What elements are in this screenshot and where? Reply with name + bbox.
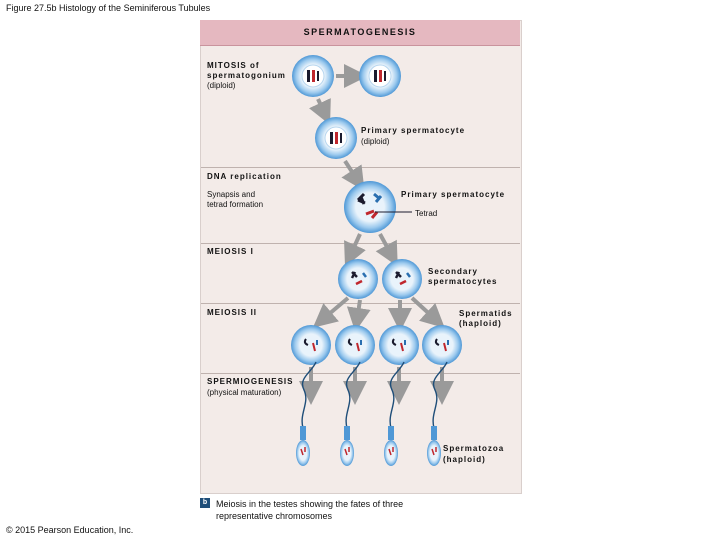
caption-line-1: Meiosis in the testes showing the fates … <box>216 499 404 509</box>
label-spermatids-haploid: (haploid) <box>459 319 502 328</box>
label-secondary: Secondary <box>428 267 478 276</box>
figure-caption: Meiosis in the testes showing the fates … <box>216 498 476 522</box>
arrow-meiosis2-4 <box>410 296 445 329</box>
spermatid-3 <box>379 325 419 365</box>
tetrad-cell <box>344 181 396 233</box>
primary-spermatocyte-cell <box>315 117 357 159</box>
label-physical-maturation: (physical maturation) <box>207 388 282 397</box>
label-mitosis: MITOSIS of <box>207 61 260 70</box>
label-spermatogonium: spermatogonium <box>207 71 286 80</box>
spermatozoon-2 <box>340 361 361 466</box>
label-spermatozoa-haploid: (haploid) <box>443 455 486 464</box>
divider-spermiogenesis <box>201 373 520 374</box>
spermatogonium-cell-1 <box>292 55 334 97</box>
label-dna-replication: DNA replication <box>207 172 282 181</box>
spermatid-2 <box>335 325 375 365</box>
spermatozoon-1 <box>296 361 317 466</box>
figure-title: Figure 27.5b Histology of the Seminifero… <box>6 3 211 13</box>
label-mitosis-diploid: (diploid) <box>207 81 236 90</box>
spermatid-4 <box>422 325 462 365</box>
spermatozoon-3 <box>384 361 405 466</box>
label-synapsis: Synapsis and <box>207 190 256 199</box>
label-spermatids: Spermatids <box>459 309 513 318</box>
diagram-header: SPERMATOGENESIS <box>200 20 520 46</box>
label-primary-spermatocyte-2: Primary spermatocyte <box>401 190 506 199</box>
secondary-spermatocyte-1 <box>338 259 378 299</box>
arrow-meiosis1-right <box>375 233 398 267</box>
header-text: SPERMATOGENESIS <box>303 27 417 37</box>
label-primary-spermatocyte-1: Primary spermatocyte <box>361 126 466 135</box>
spermatogonium-cell-2 <box>359 55 401 97</box>
label-meiosis-1: MEIOSIS I <box>207 247 254 256</box>
arrow-dna-replication <box>341 159 365 192</box>
caption-badge: b <box>200 498 210 508</box>
arrow-to-primary <box>309 98 331 125</box>
label-tetrad-formation: tetrad formation <box>207 200 264 209</box>
secondary-spermatocyte-2 <box>382 259 422 299</box>
spermatozoon-4 <box>427 361 448 466</box>
caption-line-2: representative chromosomes <box>216 511 333 521</box>
arrow-meiosis2-1 <box>312 296 350 328</box>
spermatid-1 <box>291 325 331 365</box>
copyright-notice: © 2015 Pearson Education, Inc. <box>6 525 134 535</box>
label-spermatozoa: Spermatozoa <box>443 444 505 453</box>
arrow-meiosis2-2 <box>346 299 371 332</box>
label-spermiogenesis: SPERMIOGENESIS <box>207 377 294 386</box>
label-meiosis-2: MEIOSIS II <box>207 308 258 317</box>
label-spermatocytes: spermatocytes <box>428 277 498 286</box>
label-tetrad: Tetrad <box>415 209 438 218</box>
label-primary-diploid: (diploid) <box>361 137 390 146</box>
arrow-meiosis1-left <box>344 233 366 267</box>
